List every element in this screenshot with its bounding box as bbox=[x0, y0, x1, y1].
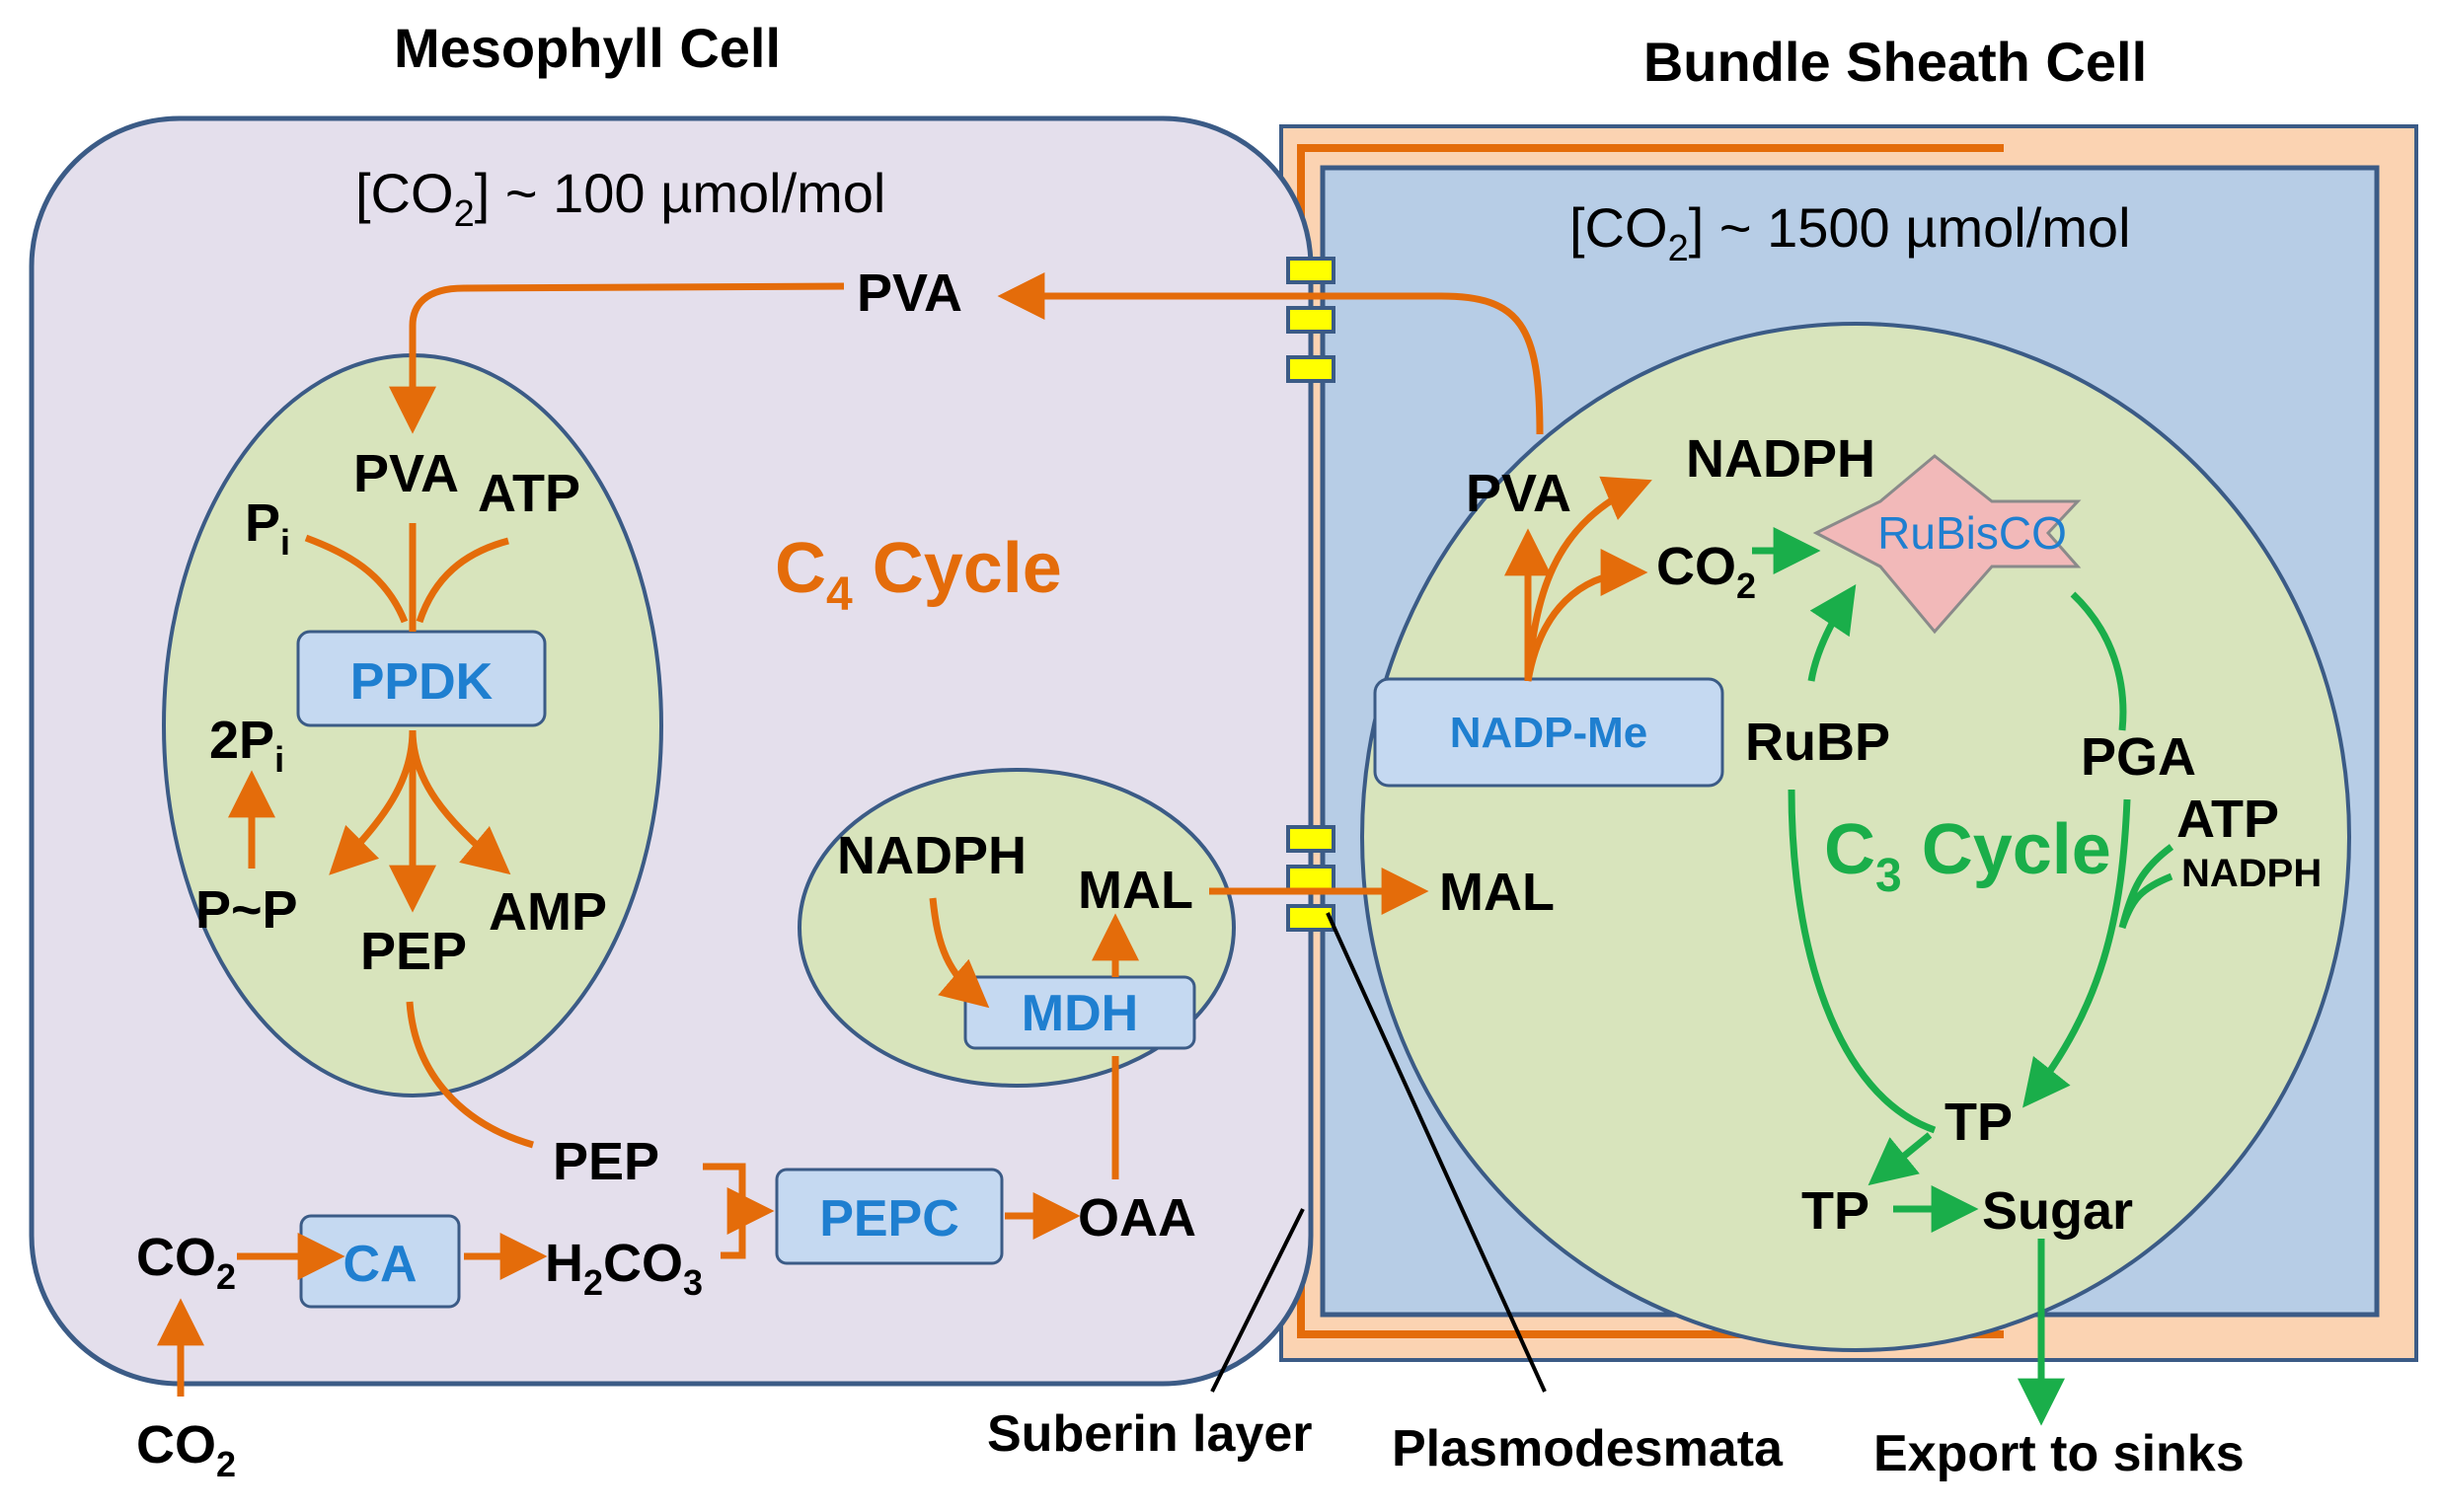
mdh-enzyme: MDH bbox=[963, 975, 1196, 1050]
svg-text:PEPC: PEPC bbox=[819, 1190, 959, 1247]
arrow-tp-to-rubp bbox=[1788, 789, 1937, 1134]
arrow-pva-to-chloroplast bbox=[389, 282, 845, 434]
label-2pi: 2Pi bbox=[209, 711, 284, 780]
suberin-layer-label: Suberin layer bbox=[987, 1405, 1312, 1463]
svg-text:PPDK: PPDK bbox=[350, 653, 494, 711]
label-nadph-c3: NADPH bbox=[2181, 852, 2322, 895]
arrow-rubisco-to-pga bbox=[2070, 591, 2127, 731]
label-pga: PGA bbox=[2081, 727, 2196, 787]
arrow-tp-branch bbox=[1868, 1132, 1933, 1186]
label-rubp: RuBP bbox=[1745, 713, 1890, 772]
nadp-me-enzyme: NADP-Me bbox=[1373, 677, 1724, 788]
plasmodesmata-pointer-line bbox=[1326, 912, 1547, 1393]
arrow-to-amp bbox=[409, 729, 511, 875]
bottom-labels: Suberin layer Plasmodesmata Export to si… bbox=[987, 1405, 2245, 1482]
arrow-rubp-to-rubisco bbox=[1807, 584, 1857, 682]
label-mal-bundle: MAL bbox=[1439, 863, 1555, 922]
label-nadph-mesophyll: NADPH bbox=[837, 826, 1027, 885]
c4-arrows bbox=[157, 272, 1652, 1397]
arrow-pep-export bbox=[406, 1001, 534, 1149]
svg-text:MDH: MDH bbox=[1022, 985, 1138, 1042]
label-ppi: P~P bbox=[195, 880, 298, 940]
arrow-pva-return bbox=[997, 272, 1544, 435]
arrow-pga-to-tp bbox=[2022, 798, 2131, 1108]
label-pep-cytosol: PEP bbox=[553, 1132, 659, 1191]
ca-enzyme: CA bbox=[299, 1214, 461, 1309]
label-pi: Pi bbox=[245, 493, 290, 563]
metabolite-labels: PVA PVA ATP Pi 2Pi P~P PEP AMP PEP NADPH… bbox=[136, 264, 2322, 1484]
c4-cycle-label: C4 Cycle bbox=[775, 529, 1062, 621]
label-oaa: OAA bbox=[1078, 1188, 1196, 1247]
label-co2-bundle: CO2 bbox=[1656, 537, 1756, 606]
mesophyll-title: Mesophyll Cell bbox=[394, 17, 781, 79]
label-pva-cytosol: PVA bbox=[857, 264, 962, 323]
c3-cycle-label: C3 Cycle bbox=[1824, 810, 2111, 902]
svg-text:RuBisCO: RuBisCO bbox=[1877, 507, 2067, 559]
arrow-atp-in bbox=[416, 537, 509, 624]
plasmodesmata-upper bbox=[1286, 257, 1335, 383]
label-pva-bundle: PVA bbox=[1466, 464, 1571, 523]
label-tp-upper: TP bbox=[1944, 1093, 2013, 1152]
svg-text:NADP-Me: NADP-Me bbox=[1450, 709, 1647, 757]
svg-text:CA: CA bbox=[343, 1236, 417, 1293]
pepc-enzyme: PEPC bbox=[775, 1168, 1004, 1265]
arrow-nadpme-to-co2 bbox=[1524, 549, 1648, 682]
plasmodesmata-label: Plasmodesmata bbox=[1392, 1420, 1784, 1477]
label-nadph-bundle: NADPH bbox=[1686, 429, 1875, 489]
label-sugar: Sugar bbox=[1982, 1181, 2133, 1241]
label-mal-mesophyll: MAL bbox=[1078, 861, 1193, 920]
label-co2-cytosol: CO2 bbox=[136, 1228, 236, 1297]
rubisco-enzyme: RuBisCO bbox=[1812, 454, 2082, 635]
suberin-pointer-line bbox=[1210, 1208, 1305, 1393]
arrow-pi-in bbox=[304, 534, 409, 624]
export-to-sinks-label: Export to sinks bbox=[1873, 1425, 2245, 1482]
label-co2-outside: CO2 bbox=[136, 1415, 236, 1484]
arrow-nadph-to-mdh bbox=[929, 897, 990, 1009]
label-atp-chloroplast: ATP bbox=[478, 464, 580, 523]
c3-arrows bbox=[1752, 527, 2174, 1426]
label-tp-lower: TP bbox=[1801, 1181, 1869, 1241]
ppdk-enzyme: PPDK bbox=[296, 630, 547, 727]
arrow-bracket-to-pepc bbox=[703, 1163, 765, 1259]
label-pep-chloroplast: PEP bbox=[360, 922, 467, 981]
label-amp: AMP bbox=[489, 882, 607, 942]
label-h2co3: H2CO3 bbox=[545, 1234, 703, 1303]
arrow-atp-nadph-in bbox=[2118, 844, 2174, 930]
label-atp-bundle: ATP bbox=[2176, 790, 2279, 849]
arrow-nadpme-to-nadph bbox=[1524, 476, 1652, 682]
label-pva-chloroplast: PVA bbox=[353, 444, 459, 503]
mesophyll-co2-concentration: [CO2] ~ 100 µmol/mol bbox=[355, 162, 885, 235]
bundle-sheath-co2-concentration: [CO2] ~ 1500 µmol/mol bbox=[1569, 196, 2131, 269]
bundle-sheath-title: Bundle Sheath Cell bbox=[1643, 31, 2147, 93]
